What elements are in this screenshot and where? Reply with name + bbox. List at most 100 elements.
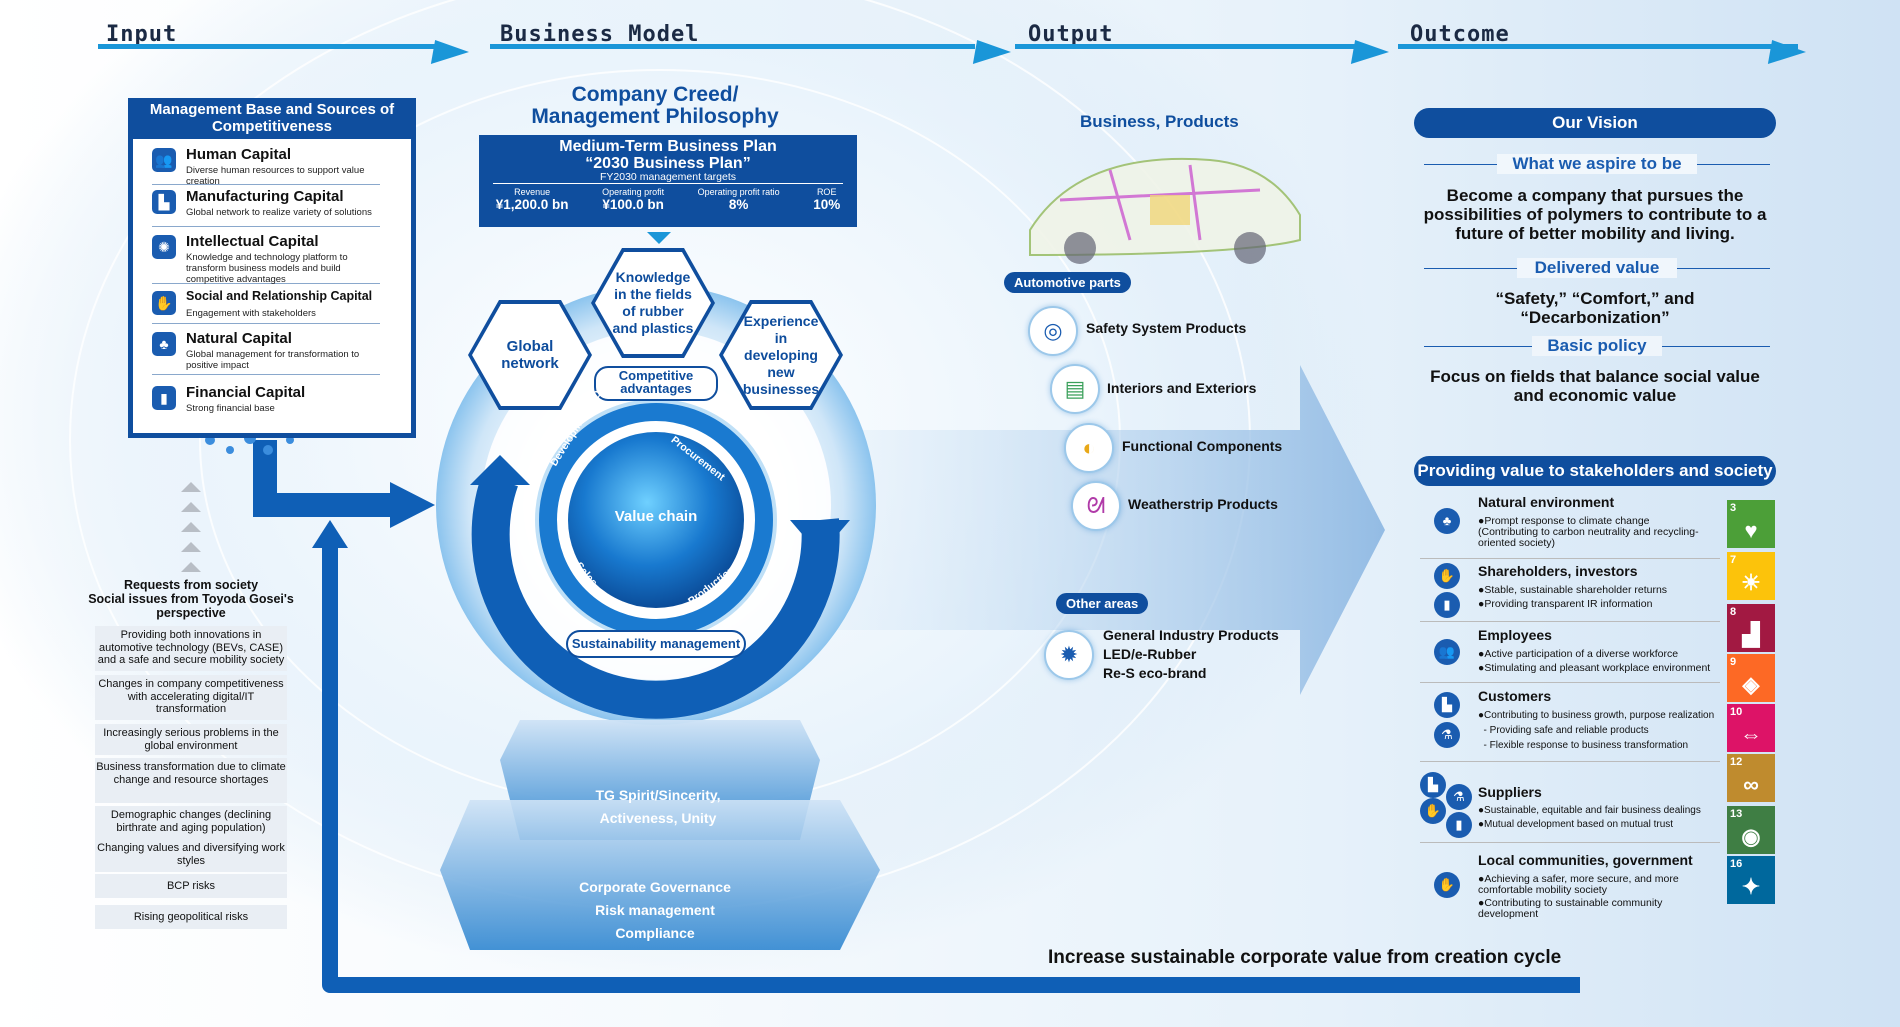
stakeholder-name: Natural environment xyxy=(1478,494,1615,510)
pedestal-bottom-text: Corporate Governance Risk management Com… xyxy=(579,879,731,941)
stakeholder-bullet: - Flexible response to business transfor… xyxy=(1478,740,1689,751)
sdg-goal-8-icon: 8▟ xyxy=(1727,604,1775,652)
sdg-goal-16-icon: 16 ✦ xyxy=(1727,856,1775,904)
targets-row: Revenue¥1,200.0 bn Operating profit¥100.… xyxy=(479,187,857,212)
divider xyxy=(1420,842,1720,843)
stakeholder-bullet: ●Providing transparent IR information xyxy=(1478,598,1653,610)
stakeholder-natural: ♣ Natural environment ●Prompt response t… xyxy=(1414,494,1714,554)
divider xyxy=(1420,621,1720,622)
nature-icon: ♣ xyxy=(1434,508,1460,534)
capitals-title: Management Base and Sources of Competiti… xyxy=(128,98,416,139)
output-title: Business, Products xyxy=(1080,112,1239,131)
led-lamp-icon: ✹ xyxy=(1044,630,1094,680)
factory-icon: ▙ xyxy=(1420,772,1446,798)
capital-desc: Knowledge and technology platform to tra… xyxy=(186,252,348,285)
sdg-number: 16 xyxy=(1730,858,1743,870)
people-icon: 👥 xyxy=(1434,639,1460,665)
sdg-goal-7-icon: 7☀ xyxy=(1727,552,1775,600)
sdg-glyph: ✦ xyxy=(1741,874,1761,899)
sdg-number: 7 xyxy=(1730,554,1737,566)
capital-desc: Strong financial base xyxy=(186,403,275,414)
capital-social: ✋ Social and Relationship Capital Engage… xyxy=(152,289,380,324)
target-label: Operating profit xyxy=(602,187,665,197)
capital-name: Intellectual Capital xyxy=(186,233,319,250)
target-label: Revenue xyxy=(514,187,551,197)
stakeholder-name: Shareholders, investors xyxy=(1478,563,1638,579)
header-outcome-line xyxy=(1398,44,1798,49)
capital-desc: Global network to realize variety of sol… xyxy=(186,207,372,218)
header-input-line xyxy=(98,44,438,49)
handshake-icon: ✋ xyxy=(1434,563,1460,589)
sdg-number: 3 xyxy=(1730,502,1737,514)
requests-title: Requests from society Social issues from… xyxy=(88,578,294,620)
other-areas-tag: Other areas xyxy=(1056,593,1149,614)
competitive-advantages: Competitive advantages xyxy=(594,366,718,401)
request-item: Changing values and diversifying work st… xyxy=(95,839,287,872)
sdg-glyph: ∞ xyxy=(1743,772,1759,797)
capital-name: Manufacturing Capital xyxy=(186,188,344,205)
capital-desc: Global management for transformation to … xyxy=(186,349,360,371)
sdg-number: 10 xyxy=(1730,706,1743,718)
factory-icon: ▙ xyxy=(152,190,176,214)
component-icon: ◐ xyxy=(1064,423,1114,473)
header-output-line xyxy=(1015,44,1355,49)
microscope-icon: ⚗ xyxy=(1446,784,1472,810)
chart-icon: ▮ xyxy=(152,386,176,410)
request-item: Increasingly serious problems in the glo… xyxy=(95,724,287,755)
capital-name: Financial Capital xyxy=(186,384,306,401)
stakeholder-employees: 👥 Employees ●Active participation of a d… xyxy=(1414,627,1714,677)
stakeholder-bullet: ●Prompt response to climate change (Cont… xyxy=(1478,515,1699,549)
target-label: Operating profit ratio xyxy=(697,187,780,197)
capital-financial: ▮ Financial Capital Strong financial bas… xyxy=(152,384,380,418)
stakeholder-bullet: ●Contributing to business growth, purpos… xyxy=(1478,710,1715,721)
product-safety: Safety System Products xyxy=(1086,320,1247,336)
sdg-number: 12 xyxy=(1730,756,1743,768)
capital-name: Natural Capital xyxy=(186,330,292,347)
steering-wheel-icon: ◎ xyxy=(1028,306,1078,356)
sdg-goal-3-icon: 3♥ xyxy=(1727,500,1775,548)
handshake-icon: ✋ xyxy=(152,291,176,315)
stakeholder-bullet: ●Sustainable, equitable and fair busines… xyxy=(1478,805,1701,816)
divider xyxy=(1420,761,1720,762)
request-item: Changes in company competitiveness with … xyxy=(95,675,287,720)
stakeholder-name: Employees xyxy=(1478,627,1552,643)
factory-icon: ▙ xyxy=(1434,692,1460,718)
stakeholder-bullet: ●Contributing to sustainable community d… xyxy=(1478,897,1663,920)
sdg-goal-12-icon: 12∞ xyxy=(1727,754,1775,802)
capital-name: Human Capital xyxy=(186,146,292,163)
target-value: ¥1,200.0 bn xyxy=(495,197,569,212)
stakeholder-suppliers: ▙ ⚗ ✋ ▮ Suppliers ●Sustainable, equitabl… xyxy=(1414,772,1714,838)
company-creed: Company Creed/ Management Philosophy xyxy=(531,83,779,128)
stakeholder-bullet: ●Stable, sustainable shareholder returns xyxy=(1478,584,1668,596)
footer-cycle-text: Increase sustainable corporate value fro… xyxy=(1048,947,1562,968)
header-output: Output xyxy=(1028,22,1114,47)
providing-title: Providing value to stakeholders and soci… xyxy=(1414,456,1776,486)
stakeholder-name: Local communities, government xyxy=(1478,852,1693,868)
vision-title: Our Vision xyxy=(1414,108,1776,138)
divider xyxy=(1420,558,1720,559)
header-bm-arrow-icon xyxy=(972,40,1014,64)
header-input: Input xyxy=(106,22,178,47)
sdg-goal-13-icon: 13◉ xyxy=(1727,806,1775,854)
stakeholder-bullet: ●Stimulating and pleasant workplace envi… xyxy=(1478,662,1711,674)
capital-name: Social and Relationship Capital xyxy=(186,289,373,303)
lightbulb-icon: ✺ xyxy=(152,235,176,259)
capital-intellectual: ✺ Intellectual Capital Knowledge and tec… xyxy=(152,233,380,285)
down-triangle-icon xyxy=(647,232,671,244)
product-weatherstrip: Weatherstrip Products xyxy=(1128,496,1278,512)
product-functional: Functional Components xyxy=(1122,438,1283,454)
header-outcome: Outcome xyxy=(1410,22,1510,47)
sdg-goal-10-icon: 10⇔ xyxy=(1727,704,1775,752)
business-plan-box: Medium-Term Business Plan “2030 Business… xyxy=(479,135,857,227)
target-label: ROE xyxy=(816,187,837,197)
header-input-arrow-icon xyxy=(430,40,472,64)
chart-icon: ▮ xyxy=(1434,592,1460,618)
stakeholder-shareholders: ✋ ▮ Shareholders, investors ●Stable, sus… xyxy=(1414,563,1714,621)
aspire-title: What we aspire to be xyxy=(1497,154,1697,174)
request-item: Providing both innovations in automotive… xyxy=(95,626,287,671)
sdg-glyph: ☀ xyxy=(1741,570,1761,595)
header-outcome-arrow-icon xyxy=(1767,40,1809,64)
sustainability-management: Sustainability management xyxy=(566,630,746,658)
handshake-icon: ✋ xyxy=(1434,872,1460,898)
